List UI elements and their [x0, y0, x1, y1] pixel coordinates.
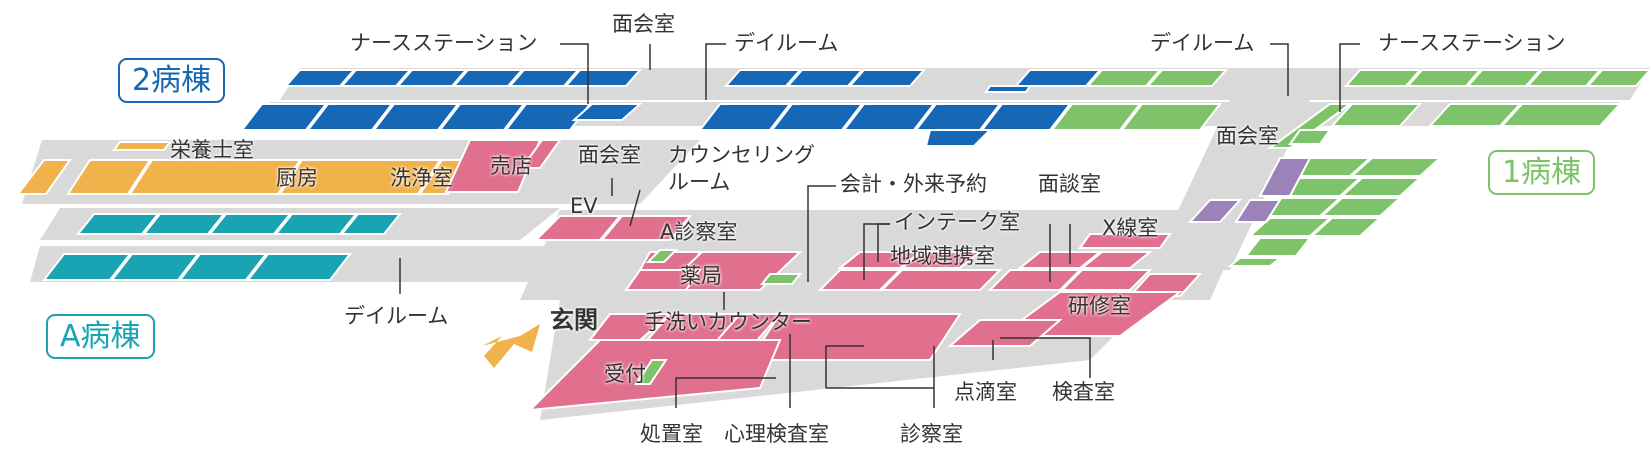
label-psych-test-room[interactable]: 心理検査室 [724, 422, 829, 446]
label-exam-room-a[interactable]: A診察室 [660, 220, 738, 244]
wardA-rooms [41, 213, 403, 281]
label-dayroom-a[interactable]: デイルーム [344, 304, 449, 328]
label-pharmacy[interactable]: 薬局 [680, 264, 722, 288]
label-laboratory[interactable]: 検査室 [1052, 380, 1115, 404]
leader-lines [399, 43, 1360, 408]
label-handwash-counter[interactable]: 手洗いカウンター [644, 310, 812, 334]
label-washing-room[interactable]: 洗浄室 [390, 166, 453, 190]
label-nurse-station-left[interactable]: ナースステーション [350, 31, 538, 55]
label-treatment-room[interactable]: 処置室 [640, 422, 703, 446]
label-accounting[interactable]: 会計・外来予約 [840, 172, 987, 196]
staff-rooms [1187, 157, 1312, 223]
label-ev[interactable]: EV [570, 194, 598, 218]
label-entrance[interactable]: 玄関 [550, 306, 598, 334]
ward1-rooms [1049, 69, 1650, 267]
label-consultation-rooms[interactable]: 診察室 [900, 422, 963, 446]
label-intake-room[interactable]: インテーク室 [894, 210, 1020, 234]
label-counseling-room-1[interactable]: カウンセリング [668, 143, 815, 167]
label-kitchen[interactable]: 厨房 [276, 166, 318, 190]
green-accents [634, 249, 803, 385]
label-reception[interactable]: 受付 [604, 362, 646, 386]
label-interview-room[interactable]: 面談室 [1038, 172, 1101, 196]
label-nurse-station-right[interactable]: ナースステーション [1378, 31, 1566, 55]
label-xray-room[interactable]: X線室 [1102, 216, 1159, 240]
label-iv-room[interactable]: 点滴室 [954, 380, 1017, 404]
label-dayroom-top-right[interactable]: デイルーム [1150, 31, 1255, 55]
label-meeting-room-right[interactable]: 面会室 [1216, 124, 1279, 148]
label-dayroom-top-center[interactable]: デイルーム [734, 31, 839, 55]
entrance-arrow [482, 324, 540, 368]
label-meeting-room-top[interactable]: 面会室 [612, 12, 675, 36]
label-shop[interactable]: 売店 [490, 154, 532, 178]
label-regional-cooperation[interactable]: 地域連携室 [890, 244, 995, 268]
label-counseling-room-2[interactable]: ルーム [668, 170, 731, 194]
label-training-room[interactable]: 研修室 [1068, 294, 1131, 318]
wardA-badge[interactable]: A病棟 [46, 314, 155, 359]
ward1-badge[interactable]: 1病棟 [1488, 150, 1596, 195]
label-meeting-room-mid[interactable]: 面会室 [578, 143, 641, 167]
label-dietitian-room[interactable]: 栄養士室 [170, 138, 254, 162]
ward2-badge[interactable]: 2病棟 [118, 58, 226, 103]
ward2-rooms [239, 69, 1103, 147]
